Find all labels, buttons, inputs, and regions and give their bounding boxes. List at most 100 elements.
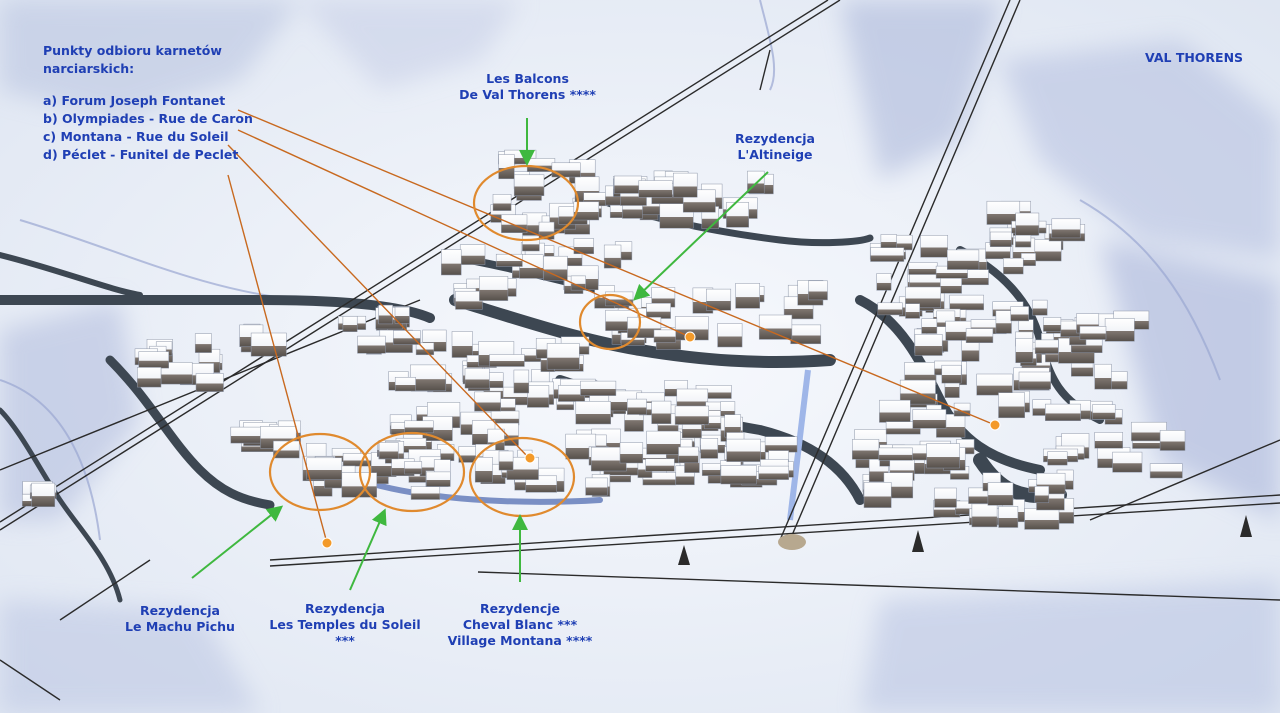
building: [519, 254, 544, 279]
legend-item-d: d) Péclet - Funitel de Peclet: [43, 147, 239, 162]
legend-item-a: a) Forum Joseph Fontanet: [43, 93, 226, 108]
building: [551, 162, 581, 178]
label-cheval-line2: Cheval Blanc ***: [462, 617, 578, 632]
label-cheval-montana: Rezydencje Cheval Blanc *** Village Mont…: [435, 601, 605, 649]
building: [863, 482, 892, 508]
ski-run: [787, 369, 811, 521]
building: [995, 310, 1012, 334]
ridges: [0, 0, 1221, 541]
label-machu-line1: Rezydencja: [140, 603, 220, 618]
building: [877, 302, 903, 316]
building: [914, 334, 943, 356]
building: [474, 391, 501, 412]
building: [31, 482, 56, 507]
building: [342, 316, 358, 332]
building: [479, 276, 509, 301]
building: [250, 332, 287, 357]
building: [525, 475, 557, 493]
building: [492, 194, 512, 211]
building: [880, 234, 897, 249]
building: [808, 280, 828, 301]
building: [306, 457, 343, 480]
pickup-legend: Punkty odbioru karnetów narciarskich: a)…: [43, 42, 253, 164]
building: [627, 316, 662, 338]
building: [580, 380, 617, 396]
building: [378, 442, 399, 460]
building: [138, 351, 169, 369]
building: [441, 249, 462, 276]
building: [790, 324, 822, 345]
building: [638, 180, 673, 198]
legend-heading: Punkty odbioru karnetów: [43, 43, 222, 58]
building: [459, 244, 486, 265]
building: [489, 354, 525, 367]
building: [613, 175, 642, 194]
building: [870, 247, 905, 262]
building: [573, 201, 600, 221]
building: [498, 450, 514, 471]
building: [905, 303, 920, 319]
building: [394, 306, 410, 324]
building: [1079, 326, 1107, 340]
label-cheval-line1: Rezydencje: [479, 601, 561, 616]
building: [1104, 318, 1135, 342]
building: [852, 439, 880, 460]
building: [543, 255, 568, 281]
building: [998, 506, 1019, 528]
building: [653, 329, 676, 343]
building: [627, 398, 647, 415]
building: [603, 244, 622, 269]
building: [378, 304, 393, 325]
building: [410, 364, 447, 391]
building: [619, 442, 644, 464]
building: [717, 323, 743, 348]
building: [949, 294, 984, 311]
building: [230, 426, 262, 444]
building: [1159, 430, 1186, 451]
building: [1094, 432, 1123, 449]
building: [926, 443, 960, 469]
building: [646, 430, 681, 455]
building: [585, 477, 608, 496]
building: [1018, 371, 1051, 390]
building: [726, 438, 761, 462]
lift-pylons: [678, 515, 1252, 565]
building: [1032, 299, 1048, 316]
building: [947, 249, 980, 270]
building: [720, 465, 757, 485]
label-machu-line2: Le Machu Pichu: [125, 619, 235, 634]
building: [410, 486, 441, 500]
building: [513, 369, 530, 394]
building: [735, 283, 760, 309]
building: [1094, 363, 1112, 390]
building: [678, 446, 699, 464]
label-altineige: Rezydencja L'Altineige: [720, 131, 830, 163]
building: [1010, 306, 1029, 322]
building: [195, 373, 224, 392]
building: [1015, 338, 1034, 363]
building: [474, 457, 493, 483]
building: [194, 333, 212, 353]
building: [464, 368, 490, 389]
building: [921, 318, 938, 334]
building: [513, 174, 545, 196]
building: [1015, 212, 1040, 236]
building: [527, 385, 550, 408]
building: [673, 172, 698, 198]
legend-item-b: b) Olympiades - Rue de Caron: [43, 111, 253, 126]
building: [1112, 451, 1143, 473]
building: [674, 405, 709, 425]
building: [971, 503, 998, 528]
label-temples-line1: Rezydencja: [305, 601, 385, 616]
building: [998, 392, 1025, 419]
label-altineige-line1: Rezydencja: [735, 131, 815, 146]
building: [912, 409, 947, 429]
building: [393, 330, 421, 345]
building: [1024, 508, 1060, 530]
building: [495, 253, 523, 267]
building: [273, 440, 300, 459]
label-machu-pichu: Rezydencja Le Machu Pichu: [110, 603, 250, 635]
